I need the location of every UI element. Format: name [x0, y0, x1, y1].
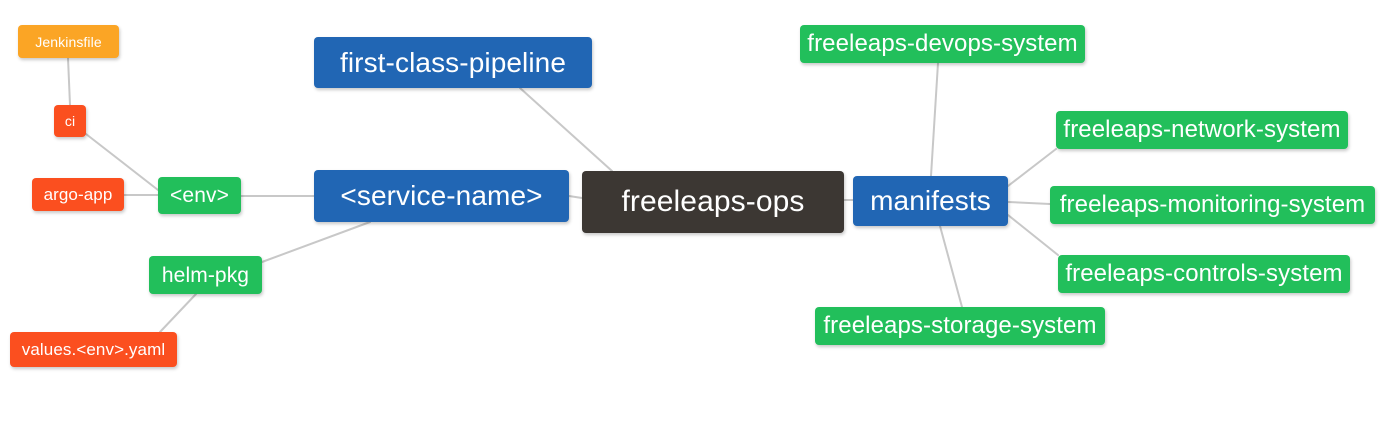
edge-devops-system-to-manifests — [930, 62, 939, 177]
node-label: values.<env>.yaml — [21, 340, 166, 359]
edge-manifests-to-network-system — [1007, 148, 1057, 187]
node-storage-system[interactable]: freeleaps-storage-system — [815, 307, 1105, 345]
node-label: freeleaps-storage-system — [823, 312, 1097, 339]
node-devops-system[interactable]: freeleaps-devops-system — [800, 25, 1085, 63]
node-network-system[interactable]: freeleaps-network-system — [1056, 111, 1348, 149]
node-jenkinsfile[interactable]: Jenkinsfile — [18, 25, 119, 58]
node-label: freeleaps-controls-system — [1065, 260, 1343, 287]
node-ci[interactable]: ci — [54, 105, 86, 137]
node-freeleaps-ops[interactable]: freeleaps-ops — [582, 171, 844, 233]
edge-values-yaml-to-helm-pkg — [159, 293, 197, 333]
node-label: freeleaps-monitoring-system — [1059, 191, 1366, 218]
node-values-yaml[interactable]: values.<env>.yaml — [10, 332, 177, 367]
node-helm-pkg[interactable]: helm-pkg — [149, 256, 262, 294]
node-label: freeleaps-ops — [621, 185, 805, 218]
edge-manifests-to-storage-system — [939, 225, 963, 308]
node-label: freeleaps-network-system — [1063, 116, 1341, 143]
node-service-name[interactable]: <service-name> — [314, 170, 569, 222]
edge-manifests-to-monitoring-system — [1007, 201, 1051, 205]
node-argo-app[interactable]: argo-app — [32, 178, 124, 211]
node-label: Jenkinsfile — [35, 33, 102, 50]
node-label: ci — [64, 113, 76, 129]
node-env[interactable]: <env> — [158, 177, 241, 214]
edge-service-name-to-freeleaps-ops — [568, 195, 583, 199]
node-label: freeleaps-devops-system — [807, 30, 1078, 57]
node-label: argo-app — [43, 185, 113, 204]
node-manifests[interactable]: manifests — [853, 176, 1008, 226]
node-monitoring-system[interactable]: freeleaps-monitoring-system — [1050, 186, 1375, 224]
node-label: <env> — [170, 184, 229, 207]
node-label: <service-name> — [340, 180, 543, 211]
node-label: first-class-pipeline — [339, 46, 567, 78]
node-label: manifests — [870, 185, 991, 216]
node-controls-system[interactable]: freeleaps-controls-system — [1058, 255, 1350, 293]
node-first-class-pipeline[interactable]: first-class-pipeline — [314, 37, 592, 88]
edge-jenkinsfile-to-ci — [67, 57, 71, 106]
edge-first-class-pipeline-to-freeleaps-ops — [519, 87, 613, 172]
node-label: helm-pkg — [161, 263, 250, 287]
edge-helm-pkg-to-service-name — [261, 221, 371, 263]
